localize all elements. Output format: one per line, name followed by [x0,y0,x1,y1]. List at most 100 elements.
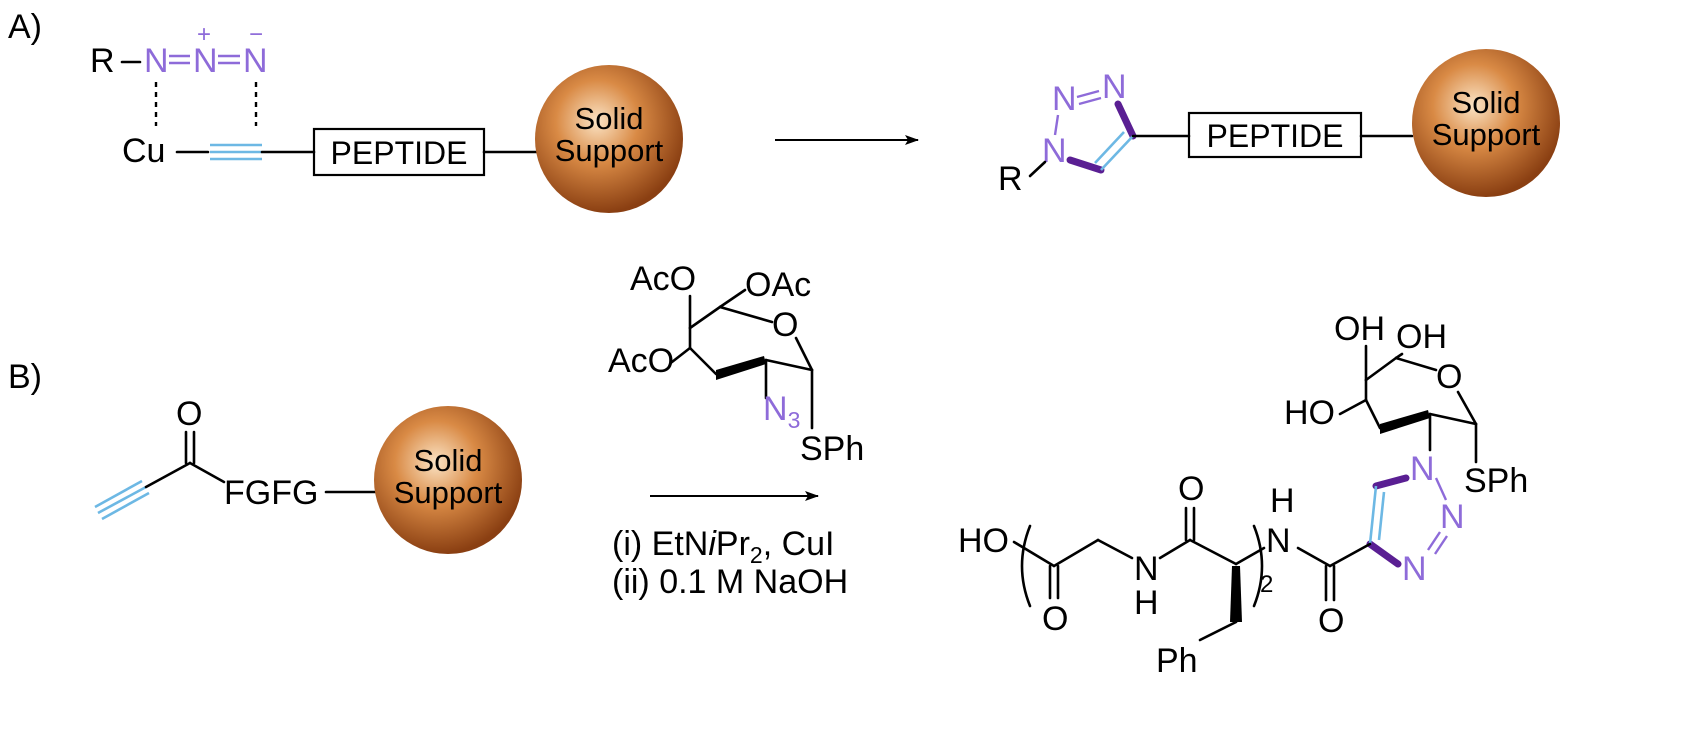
prod-c2-c1 [1428,412,1478,426]
panel-b-label: B) [8,358,42,396]
prod-amide-o: O [1178,470,1204,508]
sugar-c4-c5 [688,305,722,330]
triazole-nn-bond-a [1076,89,1100,99]
b-c-carbonyl-bond [144,461,192,489]
panel-b: B) O FGFG Solid Support AcO OAc O AcO N3… [8,260,1528,680]
prod-new-bond-1 [1372,474,1410,490]
prod-c3-oh [1338,398,1368,416]
azide-n2: N [193,42,218,80]
prod-ho-c [1012,540,1056,568]
prod-ring-o: O [1436,358,1462,396]
prod-c5-o [1394,356,1438,372]
prod-triazole-cc [1368,485,1378,545]
condition-1e: , CuI [763,525,835,563]
repeat-sub: 2 [1260,571,1273,598]
repeat-paren-right [1252,524,1264,608]
prod-amide2-n: N [1266,522,1291,560]
b-alkyne-2 [101,491,150,521]
prod-amide2-o: O [1318,602,1344,640]
condition-1: (i) EtNiPr2, CuI [612,525,835,568]
product-support-line1: Solid [1452,85,1521,120]
b-alkyne-1 [97,485,147,515]
sugar-oac: OAc [745,266,811,304]
product-solid-support-sphere [1412,49,1560,197]
condition-2: (ii) 0.1 M NaOH [612,563,848,601]
product-peptide-label: PEPTIDE [1207,118,1344,154]
new-bond-n-c [1066,156,1105,174]
triazole-n-top-left: N [1052,80,1077,118]
condition-1b: i [708,525,717,563]
repeat-paren-left [1020,524,1032,608]
sugar-c5-o [718,305,774,324]
sugar-ring-o: O [772,306,798,344]
prod-triazole-n3: N [1402,550,1427,588]
triazole-nn-bond-b [1078,96,1102,106]
sugar-n3: N3 [763,390,800,433]
prod-c-amide-bond [1328,542,1372,568]
b-carbonyl-o: O [176,395,202,433]
azide-r-label: R [90,42,115,80]
b-alkyne-3 [94,479,143,509]
triazole-cc-bond [1100,135,1134,171]
new-bond-c-n [1114,100,1137,140]
b-sequence: FGFG [224,474,318,512]
prod-sugar-wedge [1380,410,1430,434]
prod-ca-wedge [1230,566,1242,622]
sugar-c3-c2-left [688,346,718,376]
solid-support-sphere [535,65,683,213]
prod-n-carbonyl [1158,538,1192,560]
support-label-line1: Solid [575,101,644,136]
prod-triazole-n2: N [1440,498,1465,536]
sugar-sph: SPh [800,430,864,468]
prod-oh-top-right: OH [1396,318,1447,356]
prod-amide2-cn [1296,546,1332,568]
prod-ho-acid: HO [958,522,1009,560]
prod-triazole-n2n3-a [1427,531,1441,551]
b-support-line2: Support [394,475,503,510]
prod-acid-o: O [1042,600,1068,638]
prod-o-c1 [1456,390,1478,426]
triazole-n-ring: N [1042,132,1067,170]
prod-ph: Ph [1156,642,1198,680]
sugar-c3-oac [670,346,692,364]
prod-new-bond-2 [1366,540,1402,568]
condition-1d: 2 [750,542,763,568]
azide-plus-charge: + [197,21,211,48]
condition-1a: (i) EtN [612,525,708,563]
prod-c4-c5 [1364,356,1398,382]
prod-triazole-cc-inner [1377,491,1386,541]
b-c-peptide-bond [188,461,226,484]
prod-triazole-n1n2 [1434,477,1448,501]
prod-c3-c2 [1364,398,1382,430]
panel-a-label: A) [8,8,42,46]
sugar-c2-c1 [764,358,814,372]
prod-nh-h: H [1134,584,1159,622]
prod-carbonyl-ca [1188,538,1238,566]
prod-sph: SPh [1464,462,1528,500]
prod-ho-left: HO [1284,394,1335,432]
sugar-n3-sub: 3 [788,407,801,433]
sugar-aco-mid: AcO [608,342,674,380]
prod-triazole-n2n3-b [1434,535,1448,555]
prod-ca-n [1234,546,1266,566]
prod-ch2-n [1096,538,1134,560]
triazole-cc-bond-inner [1094,131,1125,164]
product-r-label: R [998,160,1023,198]
prod-oh-top-left: OH [1334,310,1385,348]
b-support-line1: Solid [414,443,483,478]
r-triazole-bond [1028,160,1047,178]
sugar-aco-top: AcO [630,260,696,298]
sugar-wedge-front [716,356,766,380]
prod-triazole-n1: N [1410,450,1435,488]
triazole-nn-single [1053,114,1060,136]
sugar-o-c1 [794,336,814,372]
sugar-n3-main: N [763,390,788,428]
sugar-c5-c6 [718,288,747,309]
peptide-label: PEPTIDE [331,135,468,171]
azide-n1: N [144,42,169,80]
condition-1c: Pr [716,525,750,563]
azide-minus-charge: − [249,21,263,48]
panel-a: A) R N N + N − Cu PEPTIDE Solid Support … [8,8,1560,213]
cu-label: Cu [122,132,165,170]
